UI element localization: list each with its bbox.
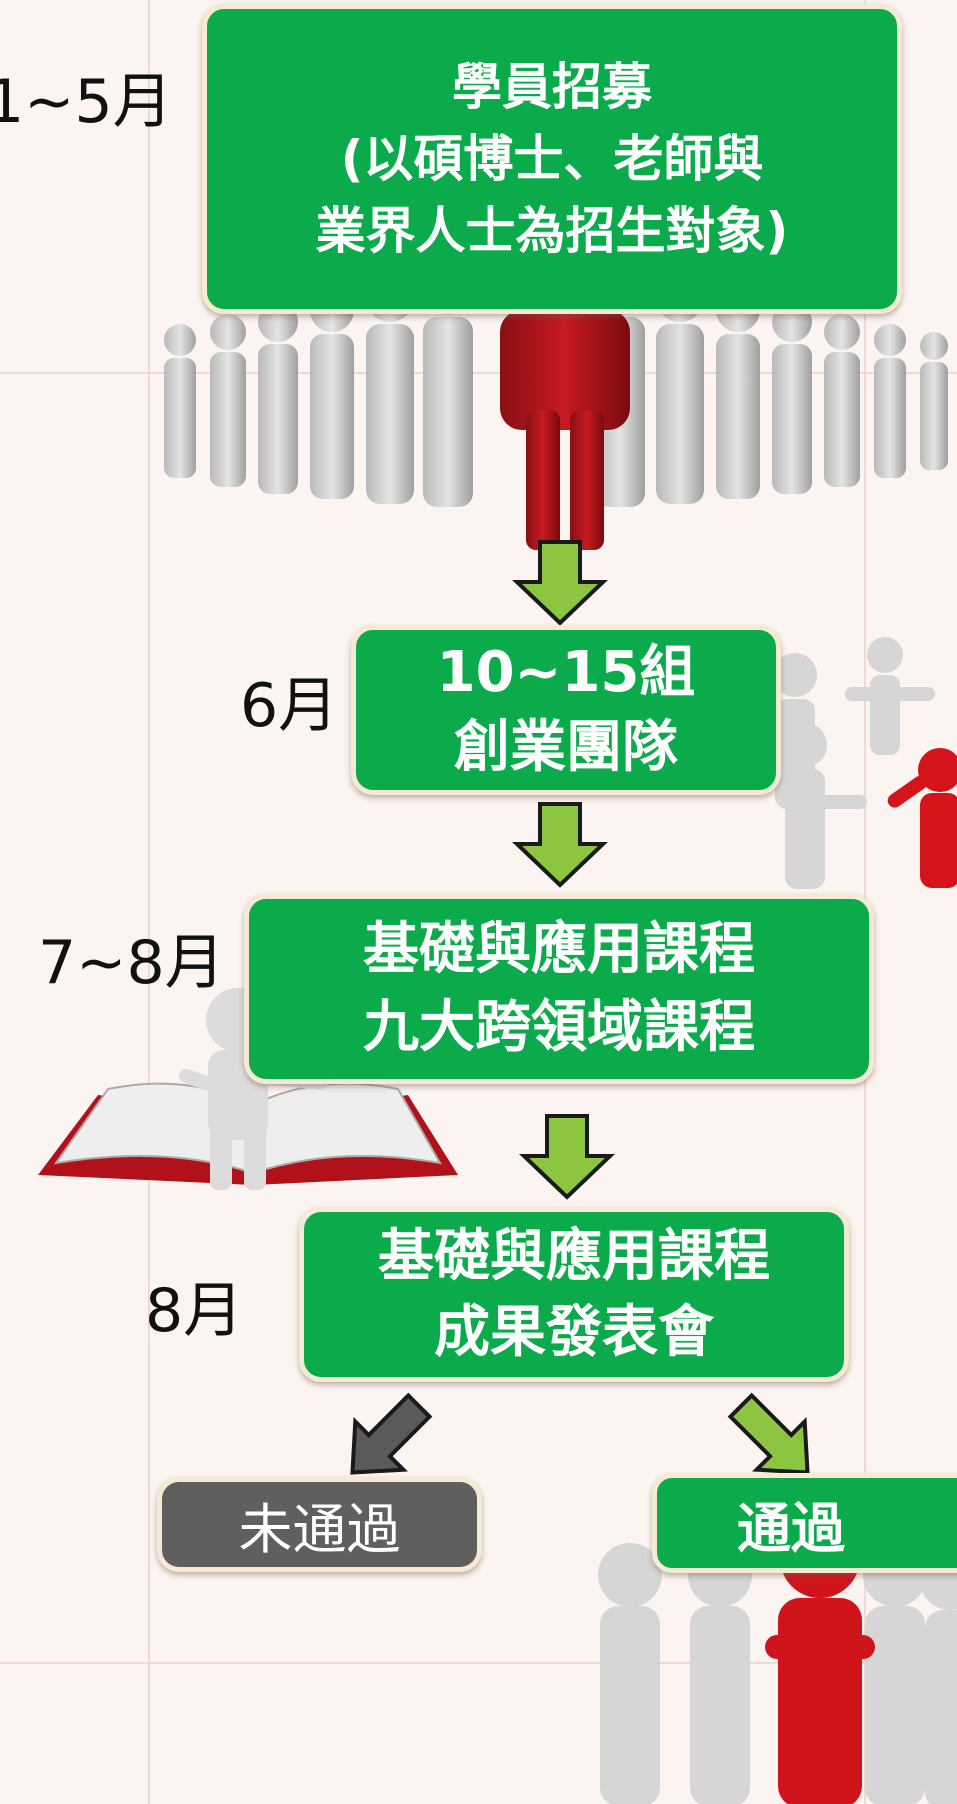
step-recruitment-line-3: 業界人士為招生對象) xyxy=(315,202,789,260)
step-teams-line-2: 創業團隊 xyxy=(454,715,678,780)
step-presentation-line-2: 成果發表會 xyxy=(434,1299,714,1365)
step-courses-line-2: 九大跨領域課程 xyxy=(363,995,755,1060)
step-recruitment-box: 學員招募 (以碩博士、老師與 業界人士為招生對象) xyxy=(202,4,902,314)
down-arrow-icon-3 xyxy=(519,1114,615,1200)
month-label-6: 6月 xyxy=(240,671,339,741)
grid-line-horizontal-1 xyxy=(0,372,957,374)
step-recruitment-line-1: 學員招募 xyxy=(452,58,652,116)
step-teams-line-1: 10~15組 xyxy=(436,640,696,705)
grid-line-vertical-1 xyxy=(148,0,150,1804)
step-presentation-box: 基礎與應用課程 成果發表會 xyxy=(299,1207,849,1382)
grid-line-horizontal-2 xyxy=(0,1662,957,1664)
figure-on-open-book-icon xyxy=(38,988,458,1190)
down-arrow-icon-2 xyxy=(512,802,608,888)
step-teams-box: 10~15組 創業團隊 xyxy=(351,625,781,795)
step-recruitment-line-2: (以碩博士、老師與 xyxy=(340,130,764,188)
step-courses-box: 基礎與應用課程 九大跨領域課程 xyxy=(244,894,874,1084)
meeting-group-icon xyxy=(773,637,957,889)
month-label-1-5: 1~5月 xyxy=(0,67,173,137)
fail-arrow-icon xyxy=(350,1392,433,1475)
step-courses-line-1: 基礎與應用課程 xyxy=(363,917,755,982)
step-presentation-line-1: 基礎與應用課程 xyxy=(378,1223,770,1289)
step-fail-label: 未通過 xyxy=(238,1498,401,1561)
month-label-8: 8月 xyxy=(145,1276,244,1346)
team-with-red-leader-icon xyxy=(598,1518,957,1804)
month-label-7-8: 7~8月 xyxy=(38,928,225,998)
step-pass-box: 通過 xyxy=(652,1473,957,1573)
step-pass-label: 通過 xyxy=(737,1496,845,1560)
step-fail-box: 未通過 xyxy=(157,1477,482,1572)
down-arrow-icon-1 xyxy=(512,540,608,626)
pass-arrow-icon xyxy=(727,1392,810,1475)
